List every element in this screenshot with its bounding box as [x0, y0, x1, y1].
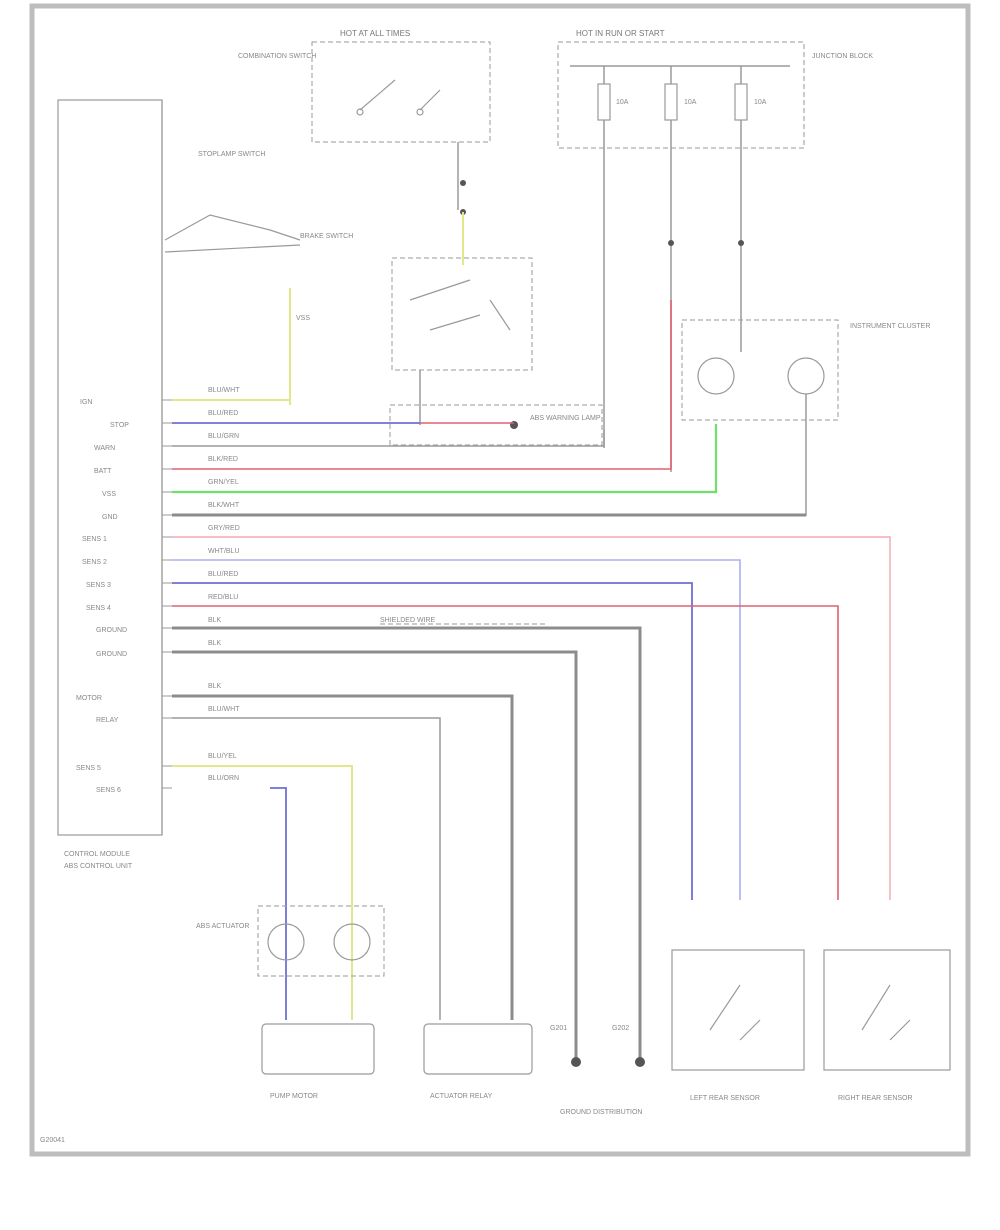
junction-block-label: JUNCTION BLOCK [812, 53, 873, 60]
actuator-coil-right [333, 923, 371, 961]
instrument-cluster-box [681, 319, 839, 421]
wire-harness [172, 300, 891, 1060]
pin-wire: BLK/WHT [208, 502, 240, 509]
fuse-block-label: HOT IN RUN OR START [576, 29, 665, 38]
pin-wire: BLU/RED [208, 410, 238, 417]
cluster-bulb-right [787, 357, 825, 395]
combination-switch-side-label: COMBINATION SWITCH [238, 53, 316, 60]
pin-name: SENS 4 [86, 605, 111, 612]
combination-switch-box [311, 41, 491, 143]
pin-name: SENS 3 [86, 582, 111, 589]
pin-wire: WHT/BLU [208, 548, 240, 555]
actuator-relay-box [423, 1023, 533, 1075]
pin-name: SENS 6 [96, 787, 121, 794]
fuse-label: 10A [754, 99, 767, 106]
fuse-label: 10A [616, 99, 629, 106]
pin-name: GND [102, 514, 118, 521]
pin-wire: GRY/RED [208, 525, 240, 532]
fuse-block-box [557, 41, 805, 149]
left-rear-sensor-box [671, 949, 805, 1071]
pin-rows: IGN BLU/WHT STOP BLU/RED WARN BLU/GRN BA… [76, 387, 240, 794]
abs-control-unit-label: ABS CONTROL UNIT [64, 863, 133, 870]
actuator-coil-left [267, 923, 305, 961]
right-rear-sensor-box [823, 949, 951, 1071]
pin-name: GROUND [96, 651, 127, 658]
pin-name: SENS 2 [82, 559, 107, 566]
pin-wire: BLU/ORN [208, 775, 239, 782]
pin-name: STOP [110, 422, 129, 429]
control-module-label: CONTROL MODULE [64, 851, 130, 858]
warning-lamp-box [389, 404, 603, 446]
pin-wire: BLU/WHT [208, 387, 240, 394]
pin-name: IGN [80, 399, 92, 406]
ground-2-label: G202 [612, 1025, 629, 1032]
fuse-label: 10A [684, 99, 697, 106]
warning-lamp-label: ABS WARNING LAMP [530, 415, 601, 422]
instrument-cluster-label: INSTRUMENT CLUSTER [850, 323, 930, 330]
pin-name: SENS 5 [76, 765, 101, 772]
pin-wire: RED/BLU [208, 594, 238, 601]
abs-actuator-box [257, 905, 385, 977]
abs-actuator-label: ABS ACTUATOR [196, 923, 249, 930]
pin-wire: GRN/YEL [208, 479, 239, 486]
pin-ticks [162, 399, 172, 789]
pump-motor-box [261, 1023, 375, 1075]
shield-label: SHIELDED WIRE [380, 617, 436, 624]
pin-wire: BLU/RED [208, 571, 238, 578]
ground-distribution-label: GROUND DISTRIBUTION [560, 1109, 642, 1116]
pin-wire: BLK [208, 640, 222, 647]
pin-name: MOTOR [76, 695, 102, 702]
pin-name: SENS 1 [82, 536, 107, 543]
combination-switch-label: HOT AT ALL TIMES [340, 29, 410, 38]
pin-wire: BLU/GRN [208, 433, 239, 440]
vss-label: VSS [296, 315, 310, 322]
pin-wire: BLU/WHT [208, 706, 240, 713]
diagram-frame [29, 3, 971, 1157]
cluster-bulb-left [697, 357, 735, 395]
brake-switch-label: BRAKE SWITCH [300, 233, 353, 240]
right-rear-sensor-label: RIGHT REAR SENSOR [838, 1095, 913, 1102]
pin-name: GROUND [96, 627, 127, 634]
stoplamp-switch-label: STOPLAMP SWITCH [198, 151, 265, 158]
ground-1-label: G201 [550, 1025, 567, 1032]
brake-pressure-switch-box [391, 257, 533, 371]
pump-motor-label: PUMP MOTOR [270, 1093, 318, 1100]
pin-wire: BLK/RED [208, 456, 238, 463]
pin-wire: BLU/YEL [208, 753, 237, 760]
fuses: 10A 10A 10A [597, 83, 767, 121]
left-rear-sensor-label: LEFT REAR SENSOR [690, 1095, 760, 1102]
pin-name: WARN [94, 445, 115, 452]
pin-name: BATT [94, 468, 112, 475]
footer-code: G20041 [40, 1137, 65, 1144]
pin-wire: BLK [208, 683, 222, 690]
pin-name: RELAY [96, 717, 119, 724]
pin-name: VSS [102, 491, 116, 498]
pin-wire: BLK [208, 617, 222, 624]
actuator-relay-label: ACTUATOR RELAY [430, 1093, 493, 1100]
